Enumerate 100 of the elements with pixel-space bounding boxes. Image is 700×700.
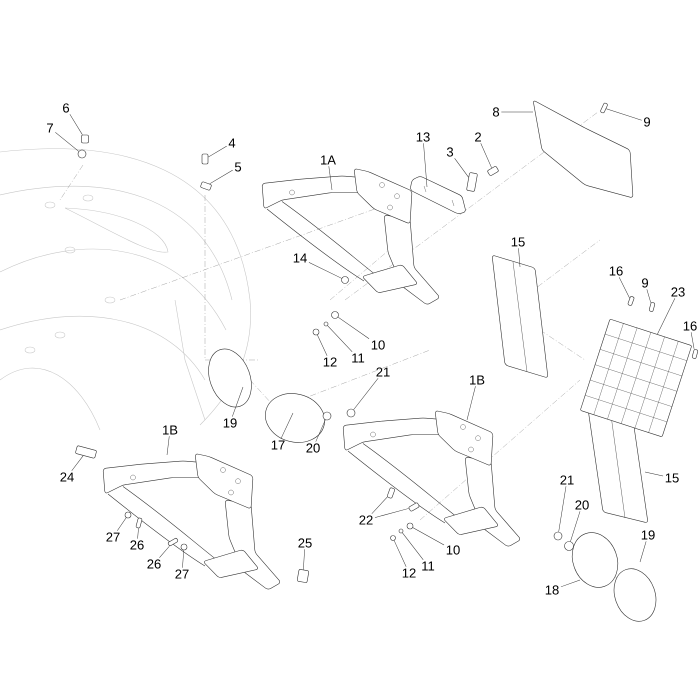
small-part: [466, 172, 478, 192]
callout-number: 6: [63, 103, 70, 113]
callout-number: 16: [684, 321, 697, 331]
callout-number: 23: [671, 287, 685, 297]
leader-line: [338, 316, 370, 340]
washer: [341, 276, 349, 284]
small-part: [648, 302, 656, 312]
leader-line: [137, 528, 139, 539]
leader-line: [454, 158, 469, 178]
callout-number: 2: [475, 132, 481, 142]
leader-line: [412, 527, 444, 546]
washer: [346, 408, 356, 418]
callout-number: 20: [306, 443, 320, 453]
callout-number: 19: [224, 418, 237, 428]
small-part: [408, 502, 420, 512]
leader-line: [182, 550, 184, 568]
leader-line: [570, 511, 580, 542]
small-part: [168, 538, 178, 546]
leader-line: [423, 143, 428, 188]
callout-number: 12: [402, 568, 416, 578]
leader-line: [303, 549, 305, 570]
leader-line: [690, 332, 694, 350]
leader-line: [558, 486, 566, 532]
leader-line: [55, 132, 79, 152]
small-part: [81, 134, 89, 144]
small-part: [387, 488, 395, 498]
small-part: [628, 296, 634, 306]
callout-number: 4: [228, 138, 236, 148]
leader-line: [208, 146, 227, 158]
callout-number: 26: [147, 559, 161, 569]
leader-line: [618, 277, 630, 298]
callout-number: 19: [642, 530, 655, 540]
callout-number: 8: [492, 107, 500, 117]
callout-number: 24: [60, 472, 74, 482]
leader-line: [480, 142, 492, 168]
callout-number: 25: [298, 538, 312, 548]
washer: [312, 328, 320, 336]
small-part: [200, 182, 212, 190]
leader-line: [394, 540, 406, 567]
callout-number: 1B: [163, 426, 178, 434]
callout-number: 12: [324, 357, 337, 367]
leader-line: [402, 532, 424, 560]
leader-line: [606, 108, 642, 120]
washer: [124, 512, 132, 518]
callout-number: 20: [575, 500, 589, 510]
leader-line: [372, 496, 388, 514]
leader-line: [327, 325, 352, 352]
callout-number: 15: [512, 237, 525, 247]
small-part: [136, 518, 142, 528]
callout-number: 3: [446, 147, 454, 157]
leader-line: [374, 508, 409, 518]
callout-number: 1B: [470, 376, 484, 384]
callout-number: 10: [446, 545, 460, 555]
small-part: [692, 349, 698, 359]
leader-line: [328, 166, 332, 190]
callout-number: 18: [546, 585, 559, 595]
leader-line: [72, 455, 84, 471]
leader-line: [232, 386, 244, 417]
callout-number: 9: [642, 278, 648, 288]
washer: [331, 311, 339, 319]
small-part: [487, 166, 499, 176]
washer: [406, 522, 414, 530]
callout-number: 11: [352, 354, 364, 362]
callout-number: 5: [234, 162, 242, 172]
leader-line: [159, 546, 170, 558]
callout-number: 11: [422, 562, 434, 570]
callout-number: 27: [175, 569, 189, 579]
leader-line: [280, 412, 294, 440]
callout-number: 21: [376, 367, 390, 377]
washer: [564, 541, 574, 551]
leader-line: [640, 541, 646, 562]
washer: [398, 528, 404, 534]
washer: [324, 322, 328, 326]
leader-line: [308, 262, 342, 279]
leader-line: [644, 472, 664, 476]
callout-number: 14: [294, 254, 307, 262]
callout-number: 27: [106, 532, 120, 542]
callout-number: 7: [47, 124, 53, 132]
leader-line: [560, 580, 580, 588]
callout-number: 13: [416, 132, 430, 142]
callout-number: 17: [272, 440, 285, 450]
leader-line: [70, 114, 83, 135]
leader-line: [657, 298, 676, 334]
washer: [78, 150, 86, 158]
leader-line: [166, 436, 170, 456]
callout-number: 9: [644, 117, 650, 127]
callout-number: 15: [666, 473, 679, 483]
small-part: [75, 446, 97, 458]
callout-number: 22: [359, 515, 373, 525]
callout-number: 26: [130, 540, 144, 550]
leader-line: [209, 170, 233, 184]
leader-line: [117, 517, 126, 531]
small-part: [296, 569, 310, 583]
washer: [322, 412, 332, 420]
callout-number: 16: [610, 266, 623, 276]
washer: [390, 535, 396, 541]
small-part: [202, 154, 208, 164]
callout-number: 10: [372, 340, 385, 350]
washer: [180, 544, 188, 550]
callout-number: 1A: [321, 156, 336, 164]
